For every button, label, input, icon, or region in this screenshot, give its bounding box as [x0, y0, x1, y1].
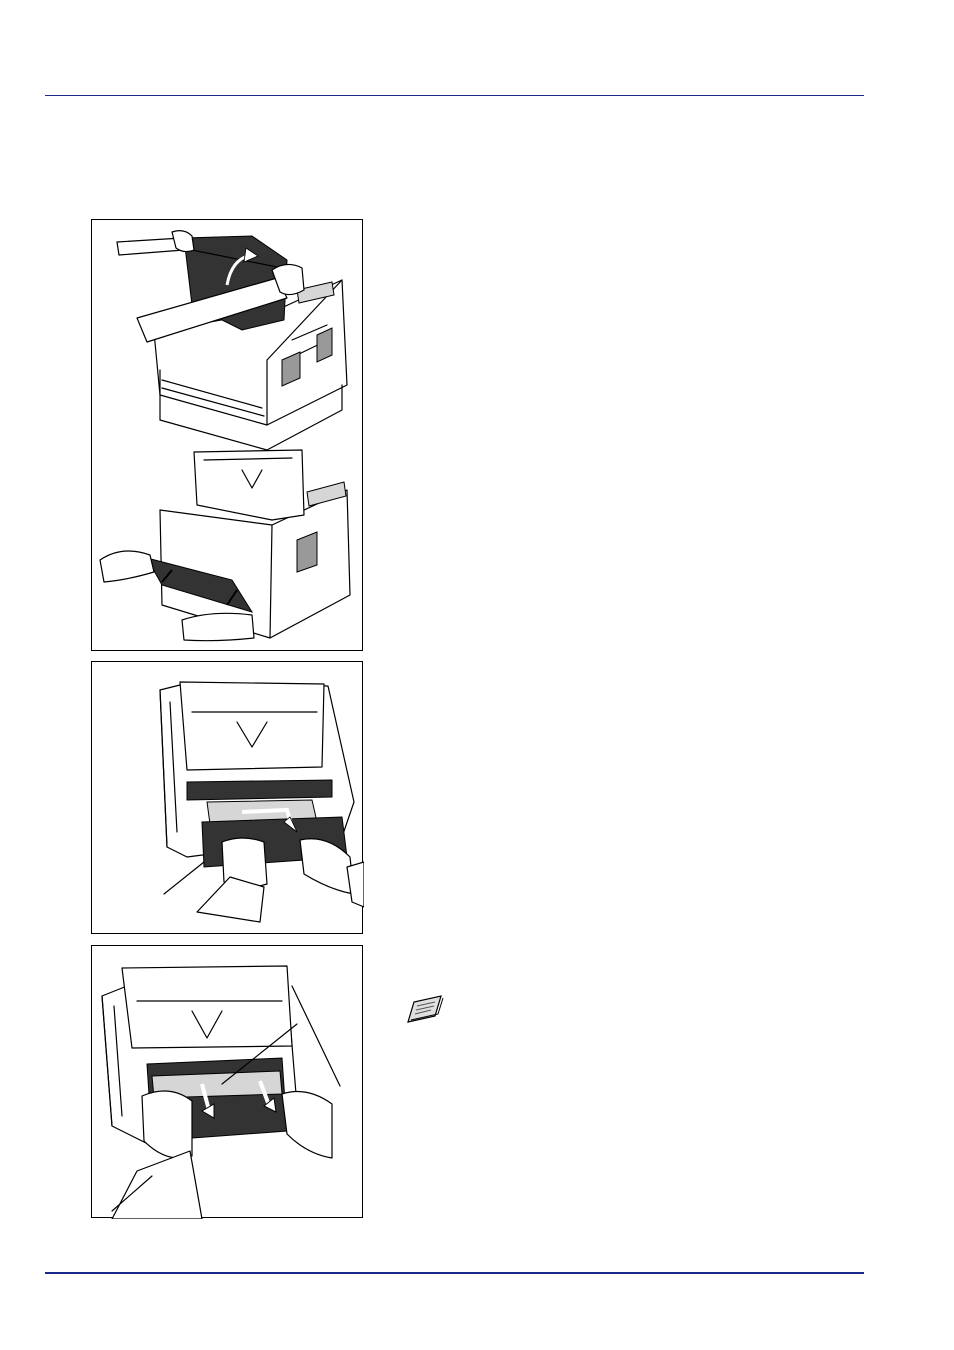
- note-icon: [405, 992, 445, 1026]
- figure-developer-unit: [91, 661, 364, 934]
- footer-rule: [45, 1272, 864, 1274]
- figure-drum-unit: [91, 945, 363, 1219]
- header-rule: [45, 95, 864, 96]
- figure-open-covers: [91, 219, 363, 651]
- drum-unit-illustration: [101, 965, 341, 1219]
- developer-unit-illustration: [159, 681, 364, 923]
- printer-open-covers-illustration: [99, 230, 351, 642]
